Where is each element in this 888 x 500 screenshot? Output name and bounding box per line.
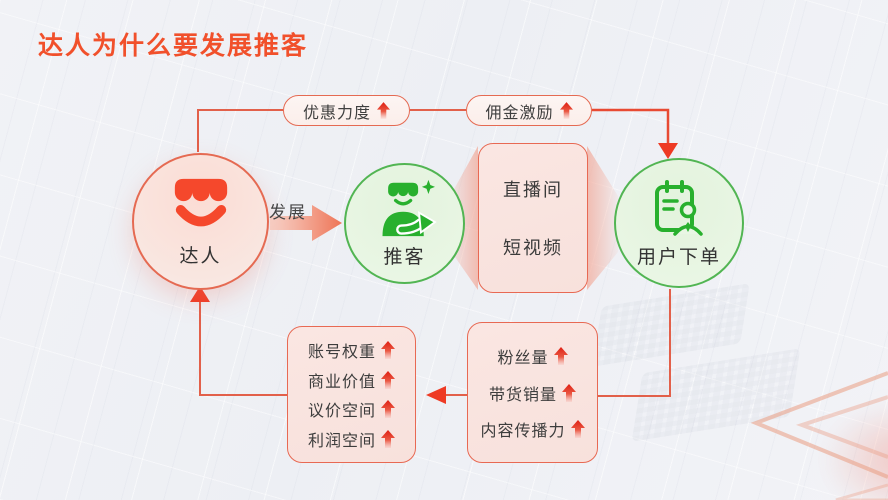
develop-arrow [270, 205, 342, 241]
metric-label: 优惠力度 [302, 104, 371, 122]
chevron-lines-decoration [750, 371, 888, 500]
gain-row: 粉丝量 [497, 344, 568, 368]
up-arrowhead-icon [190, 286, 210, 302]
down-arrowhead-icon [658, 143, 678, 159]
order-clipboard-icon [655, 179, 703, 236]
up-arrow-icon [553, 346, 568, 365]
gain-label: 议价空间 [307, 403, 376, 421]
node-label: 推客 [383, 247, 426, 268]
up-arrow-icon [381, 400, 395, 419]
channels-box: 直播间 短视频 [478, 143, 588, 293]
page-title: 达人为什么要发展推客 [38, 32, 309, 60]
up-arrow-icon [381, 429, 395, 448]
gain-row: 带货销量 [489, 381, 576, 405]
gain-row: 内容传播力 [480, 417, 585, 441]
node-label: 用户下单 [636, 246, 721, 268]
daren-gains-box: 账号权重 商业价值 议价空间 利润空间 [287, 326, 416, 463]
node-order: 用户下单 [614, 158, 744, 288]
gain-row: 商业价值 [308, 368, 395, 392]
promoter-icon [382, 179, 437, 237]
up-arrow-icon [381, 370, 395, 389]
up-arrow-icon [559, 102, 573, 119]
gain-label: 利润空间 [307, 432, 376, 450]
gain-row: 利润空间 [308, 427, 395, 451]
up-arrow-icon [377, 102, 390, 119]
tuike-gains-box: 粉丝量 带货销量 内容传播力 [467, 322, 598, 463]
metric-pill-commission: 佣金激励 [466, 95, 592, 126]
up-arrow-icon [562, 383, 576, 402]
metric-label: 佣金激励 [485, 104, 554, 122]
node-daren: 达人 [132, 153, 269, 290]
left-arrowhead-icon [426, 386, 446, 404]
metric-pill-discount: 优惠力度 [283, 95, 410, 126]
gain-row: 账号权重 [308, 338, 395, 362]
funnel-right [587, 146, 618, 290]
node-tuike: 推客 [344, 163, 465, 284]
gain-row: 议价空间 [308, 397, 395, 421]
gain-label: 粉丝量 [497, 349, 549, 367]
gain-label: 带货销量 [488, 386, 557, 404]
node-label: 达人 [179, 246, 222, 267]
up-arrow-icon [381, 341, 395, 360]
channel-item: 直播间 [503, 180, 563, 200]
gain-label: 商业价值 [307, 373, 376, 391]
channel-item: 短视频 [503, 238, 563, 258]
develop-arrow-label: 发展 [269, 203, 307, 222]
storefront-smile-icon [174, 178, 227, 227]
gain-label: 内容传播力 [480, 423, 566, 441]
up-arrow-icon [570, 420, 585, 439]
gain-label: 账号权重 [307, 344, 376, 362]
